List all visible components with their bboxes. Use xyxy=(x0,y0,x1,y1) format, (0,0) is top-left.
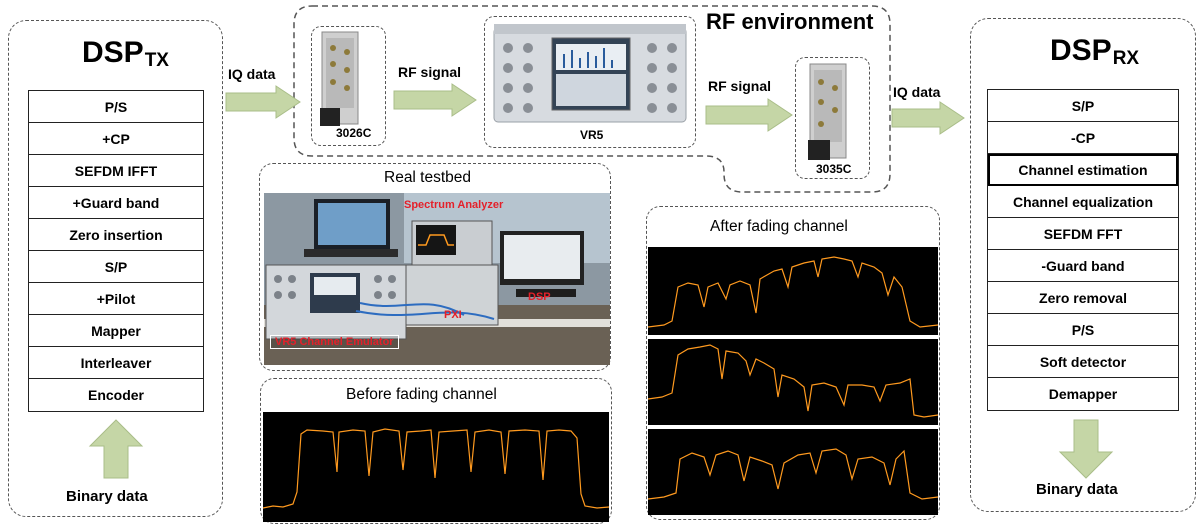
rx-block: S/P xyxy=(988,90,1178,122)
tx-block: +Pilot xyxy=(29,283,203,315)
rx-block-channel-estimation: Channel estimation xyxy=(988,154,1178,186)
after-spectrum-2-svg xyxy=(648,344,938,418)
after-title: After fading channel xyxy=(710,218,848,235)
tx-input-label: Binary data xyxy=(66,488,148,505)
rx-output-label: Binary data xyxy=(1036,481,1118,498)
vr5-emulator-image xyxy=(493,24,687,123)
device-3026c-frame xyxy=(311,26,386,146)
rf-environment-title: RF environment xyxy=(706,9,874,34)
tx-title: DSPTX xyxy=(82,36,169,71)
before-spectrum-svg xyxy=(263,428,609,509)
tx-block: S/P xyxy=(29,251,203,283)
device-3035c-label: 3035C xyxy=(816,162,852,176)
rx-block: -Guard band xyxy=(988,250,1178,282)
tx-block: +Guard band xyxy=(29,187,203,219)
rx-block: Channel equalization xyxy=(988,186,1178,218)
testbed-frame xyxy=(259,163,611,371)
iq-in-label: IQ data xyxy=(228,66,276,82)
down-arrow-icon xyxy=(1058,419,1114,479)
rx-block-stack: S/P -CP Channel estimation Channel equal… xyxy=(987,89,1179,411)
tx-block: Encoder xyxy=(87,387,144,403)
tx-panel xyxy=(8,20,223,517)
right-arrow-icon xyxy=(225,85,301,119)
pxi-module-3035c-image xyxy=(808,63,847,160)
tag-vr5-channel-emulator: VR5 Channel Emulator xyxy=(270,335,399,349)
vr5-label: VR5 xyxy=(580,128,604,142)
testbed-scene xyxy=(264,193,610,365)
after-frame xyxy=(646,206,940,520)
rx-title: DSPRX xyxy=(1050,34,1140,69)
after-spectrum-3 xyxy=(648,429,938,515)
up-arrow-icon xyxy=(88,419,144,479)
tx-block: +CP xyxy=(29,123,203,155)
rx-block: Demapper xyxy=(1048,386,1118,402)
tx-block: Mapper xyxy=(29,315,203,347)
right-arrow-icon xyxy=(891,101,965,135)
rf-signal-1-label: RF signal xyxy=(398,64,462,80)
rx-block: SEFDM FFT xyxy=(988,218,1178,250)
device-3026c-label: 3026C xyxy=(336,126,372,140)
right-arrow-icon xyxy=(393,83,477,117)
tx-block: Zero insertion xyxy=(29,219,203,251)
rx-block: -CP xyxy=(988,122,1178,154)
rx-block: Zero removal xyxy=(988,282,1178,314)
rx-block: P/S xyxy=(988,314,1178,346)
rx-title-sub: RX xyxy=(1112,48,1140,69)
right-arrow-icon xyxy=(705,98,793,132)
tx-block: P/S xyxy=(29,91,203,123)
tx-block-stack: P/S +CP SEFDM IFFT +Guard band Zero inse… xyxy=(28,90,204,412)
rx-title-main: DSP xyxy=(1050,34,1112,67)
tx-block: Interleaver xyxy=(29,347,203,379)
tag-pxi: PXI xyxy=(444,309,462,321)
iq-out-label: IQ data xyxy=(893,84,941,100)
testbed-title: Real testbed xyxy=(384,169,472,186)
before-title: Before fading channel xyxy=(346,386,497,403)
pxi-module-3026c-image xyxy=(320,31,359,126)
device-3035c-frame xyxy=(795,57,870,179)
tx-title-main: DSP xyxy=(82,36,144,69)
after-spectrum-1 xyxy=(648,247,938,335)
rx-block: Soft detector xyxy=(988,346,1178,378)
after-spectrum-2 xyxy=(648,339,938,425)
after-spectrum-3-svg xyxy=(648,448,938,500)
tx-title-sub: TX xyxy=(144,50,169,71)
vr5-frame xyxy=(484,16,696,148)
rx-panel xyxy=(970,18,1196,512)
tag-spectrum-analyzer: Spectrum Analyzer xyxy=(404,199,504,211)
tx-block: SEFDM IFFT xyxy=(29,155,203,187)
before-spectrum xyxy=(263,412,609,522)
testbed-photo: Spectrum Analyzer DSP PXI VR5 Channel Em… xyxy=(264,193,610,365)
tag-dsp: DSP xyxy=(528,291,551,303)
after-spectrum-1-svg xyxy=(648,256,938,328)
rf-signal-2-label: RF signal xyxy=(708,78,772,94)
